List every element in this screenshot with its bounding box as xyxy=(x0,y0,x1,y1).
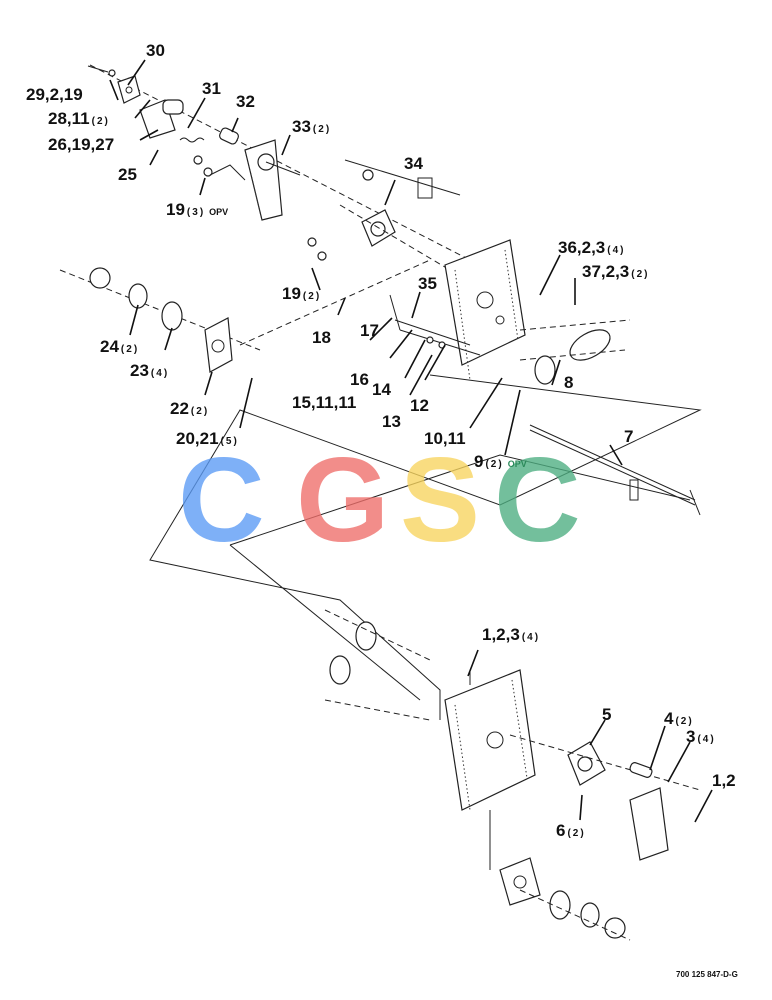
bracket-30 xyxy=(87,65,141,104)
callout-3: 3(4) xyxy=(686,727,716,746)
callout-34: 34 xyxy=(404,154,423,173)
callout-36: 36,2,3(4) xyxy=(558,238,626,257)
roller-right-upper xyxy=(519,319,631,385)
callout-4: 4(2) xyxy=(664,709,694,728)
callout-1-2-3: 1,2,3(4) xyxy=(482,625,541,644)
callout-24: 24(2) xyxy=(100,337,140,356)
bracket-lower xyxy=(489,810,541,906)
callout-19-opv: 19(3)OPV xyxy=(166,200,229,219)
callout-12: 12 xyxy=(410,396,429,415)
callout-1-2: 1,2 xyxy=(712,771,736,790)
bushing-32 xyxy=(219,127,239,145)
bracket-33 xyxy=(244,139,301,221)
callout-28: 28,11(2) xyxy=(48,109,110,128)
callout-20: 20,21(5) xyxy=(176,429,239,448)
linkage-12-17 xyxy=(389,294,481,356)
document-number: 700 125 847-D-G xyxy=(676,970,738,979)
housing-upper xyxy=(444,239,526,381)
callout-17: 17 xyxy=(360,321,379,340)
callout-30: 30 xyxy=(146,41,165,60)
callout-16: 16 xyxy=(350,370,369,389)
roller-lower-right xyxy=(519,889,631,941)
roller-left-lower xyxy=(324,609,431,721)
callout-8: 8 xyxy=(564,373,574,392)
callout-6: 6(2) xyxy=(556,821,586,840)
callout-35: 35 xyxy=(418,274,437,293)
callout-32: 32 xyxy=(236,92,255,111)
spring-31 xyxy=(179,137,205,143)
flange-5 xyxy=(509,734,701,861)
watermark-letter-g: G xyxy=(296,433,390,567)
callout-29: 29,2,19 xyxy=(26,85,83,104)
roller-left-upper xyxy=(89,267,233,373)
watermark-letter-c1: C xyxy=(178,433,265,567)
callout-10: 10,11 xyxy=(424,429,466,448)
housing-lower xyxy=(444,669,536,811)
callout-15: 15,11,11 xyxy=(292,393,357,412)
callout-7: 7 xyxy=(624,427,634,446)
flange-34 xyxy=(339,159,461,271)
assembly-outline xyxy=(149,374,702,720)
callout-37: 37,2,3(2) xyxy=(582,262,650,281)
callout-23: 23(4) xyxy=(130,361,170,380)
callout-13: 13 xyxy=(382,412,401,431)
arm-25 xyxy=(139,99,184,139)
callout-19-2: 19(2) xyxy=(282,284,322,303)
callout-31: 31 xyxy=(202,79,221,98)
callout-9: 9(2)OPV xyxy=(474,452,527,471)
callout-14: 14 xyxy=(372,380,391,399)
callout-5: 5 xyxy=(602,705,612,724)
callout-25: 25 xyxy=(118,165,137,184)
callout-22: 22(2) xyxy=(170,399,210,418)
shaft-7 xyxy=(529,424,701,516)
callout-18: 18 xyxy=(312,328,331,347)
watermark-letter-s: S xyxy=(400,433,481,567)
watermark-letter-c2: C xyxy=(494,433,581,567)
callout-33: 33(2) xyxy=(292,117,332,136)
leader-arrows xyxy=(109,59,713,823)
callout-26: 26,19,27 xyxy=(48,135,115,154)
